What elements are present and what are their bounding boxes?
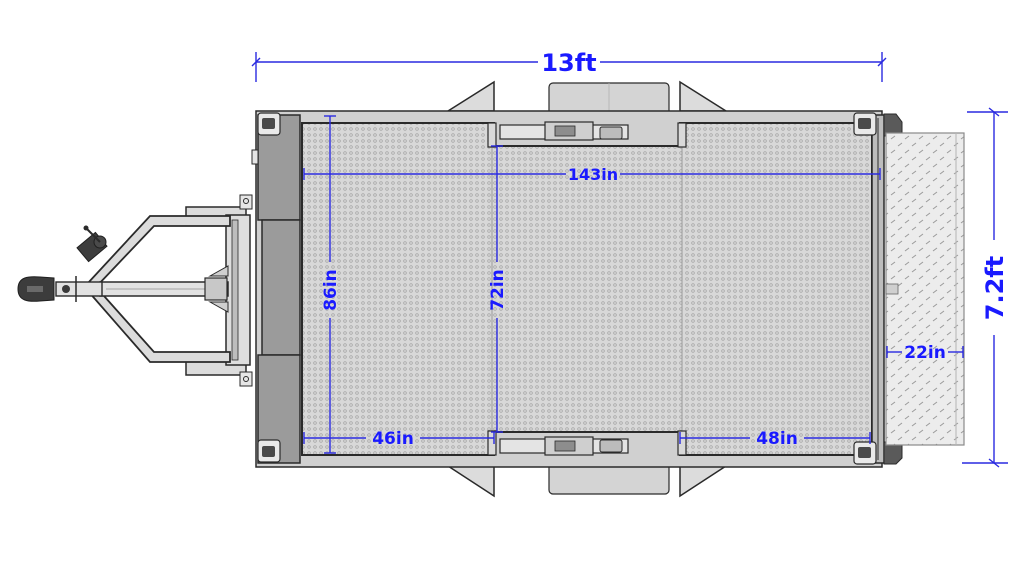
corner-lights [257,112,903,465]
suspension-top [499,121,629,141]
a-frame-tongue [86,194,253,387]
dimension-between-fenders-label: 72in [488,269,508,311]
dimension-ramp-length [886,346,964,358]
dimension-front-section-label: 46in [372,429,414,449]
suspension-bottom [499,436,629,456]
dimension-deck-length [303,168,881,180]
dimension-deck-width-label: 86in [321,269,341,311]
dimension-deck-length-label: 143in [568,165,618,184]
dimension-between-fenders [491,145,503,433]
dimension-overall-width [962,107,1008,468]
dimension-rear-section-label: 48in [756,429,798,449]
dimension-overall-length [251,52,887,82]
tongue-jack [76,225,108,263]
dimension-overall-width-label: 7.2ft [981,256,1009,320]
dimension-front-section [303,432,495,444]
dimension-overall-length-label: 13ft [541,49,596,77]
dimension-deck-width [324,115,336,454]
dimension-ramp-length-label: 22in [904,343,946,363]
diamond-plate-ramp [885,132,965,446]
dimension-rear-section [679,432,871,444]
hitch-coupler [17,276,103,302]
